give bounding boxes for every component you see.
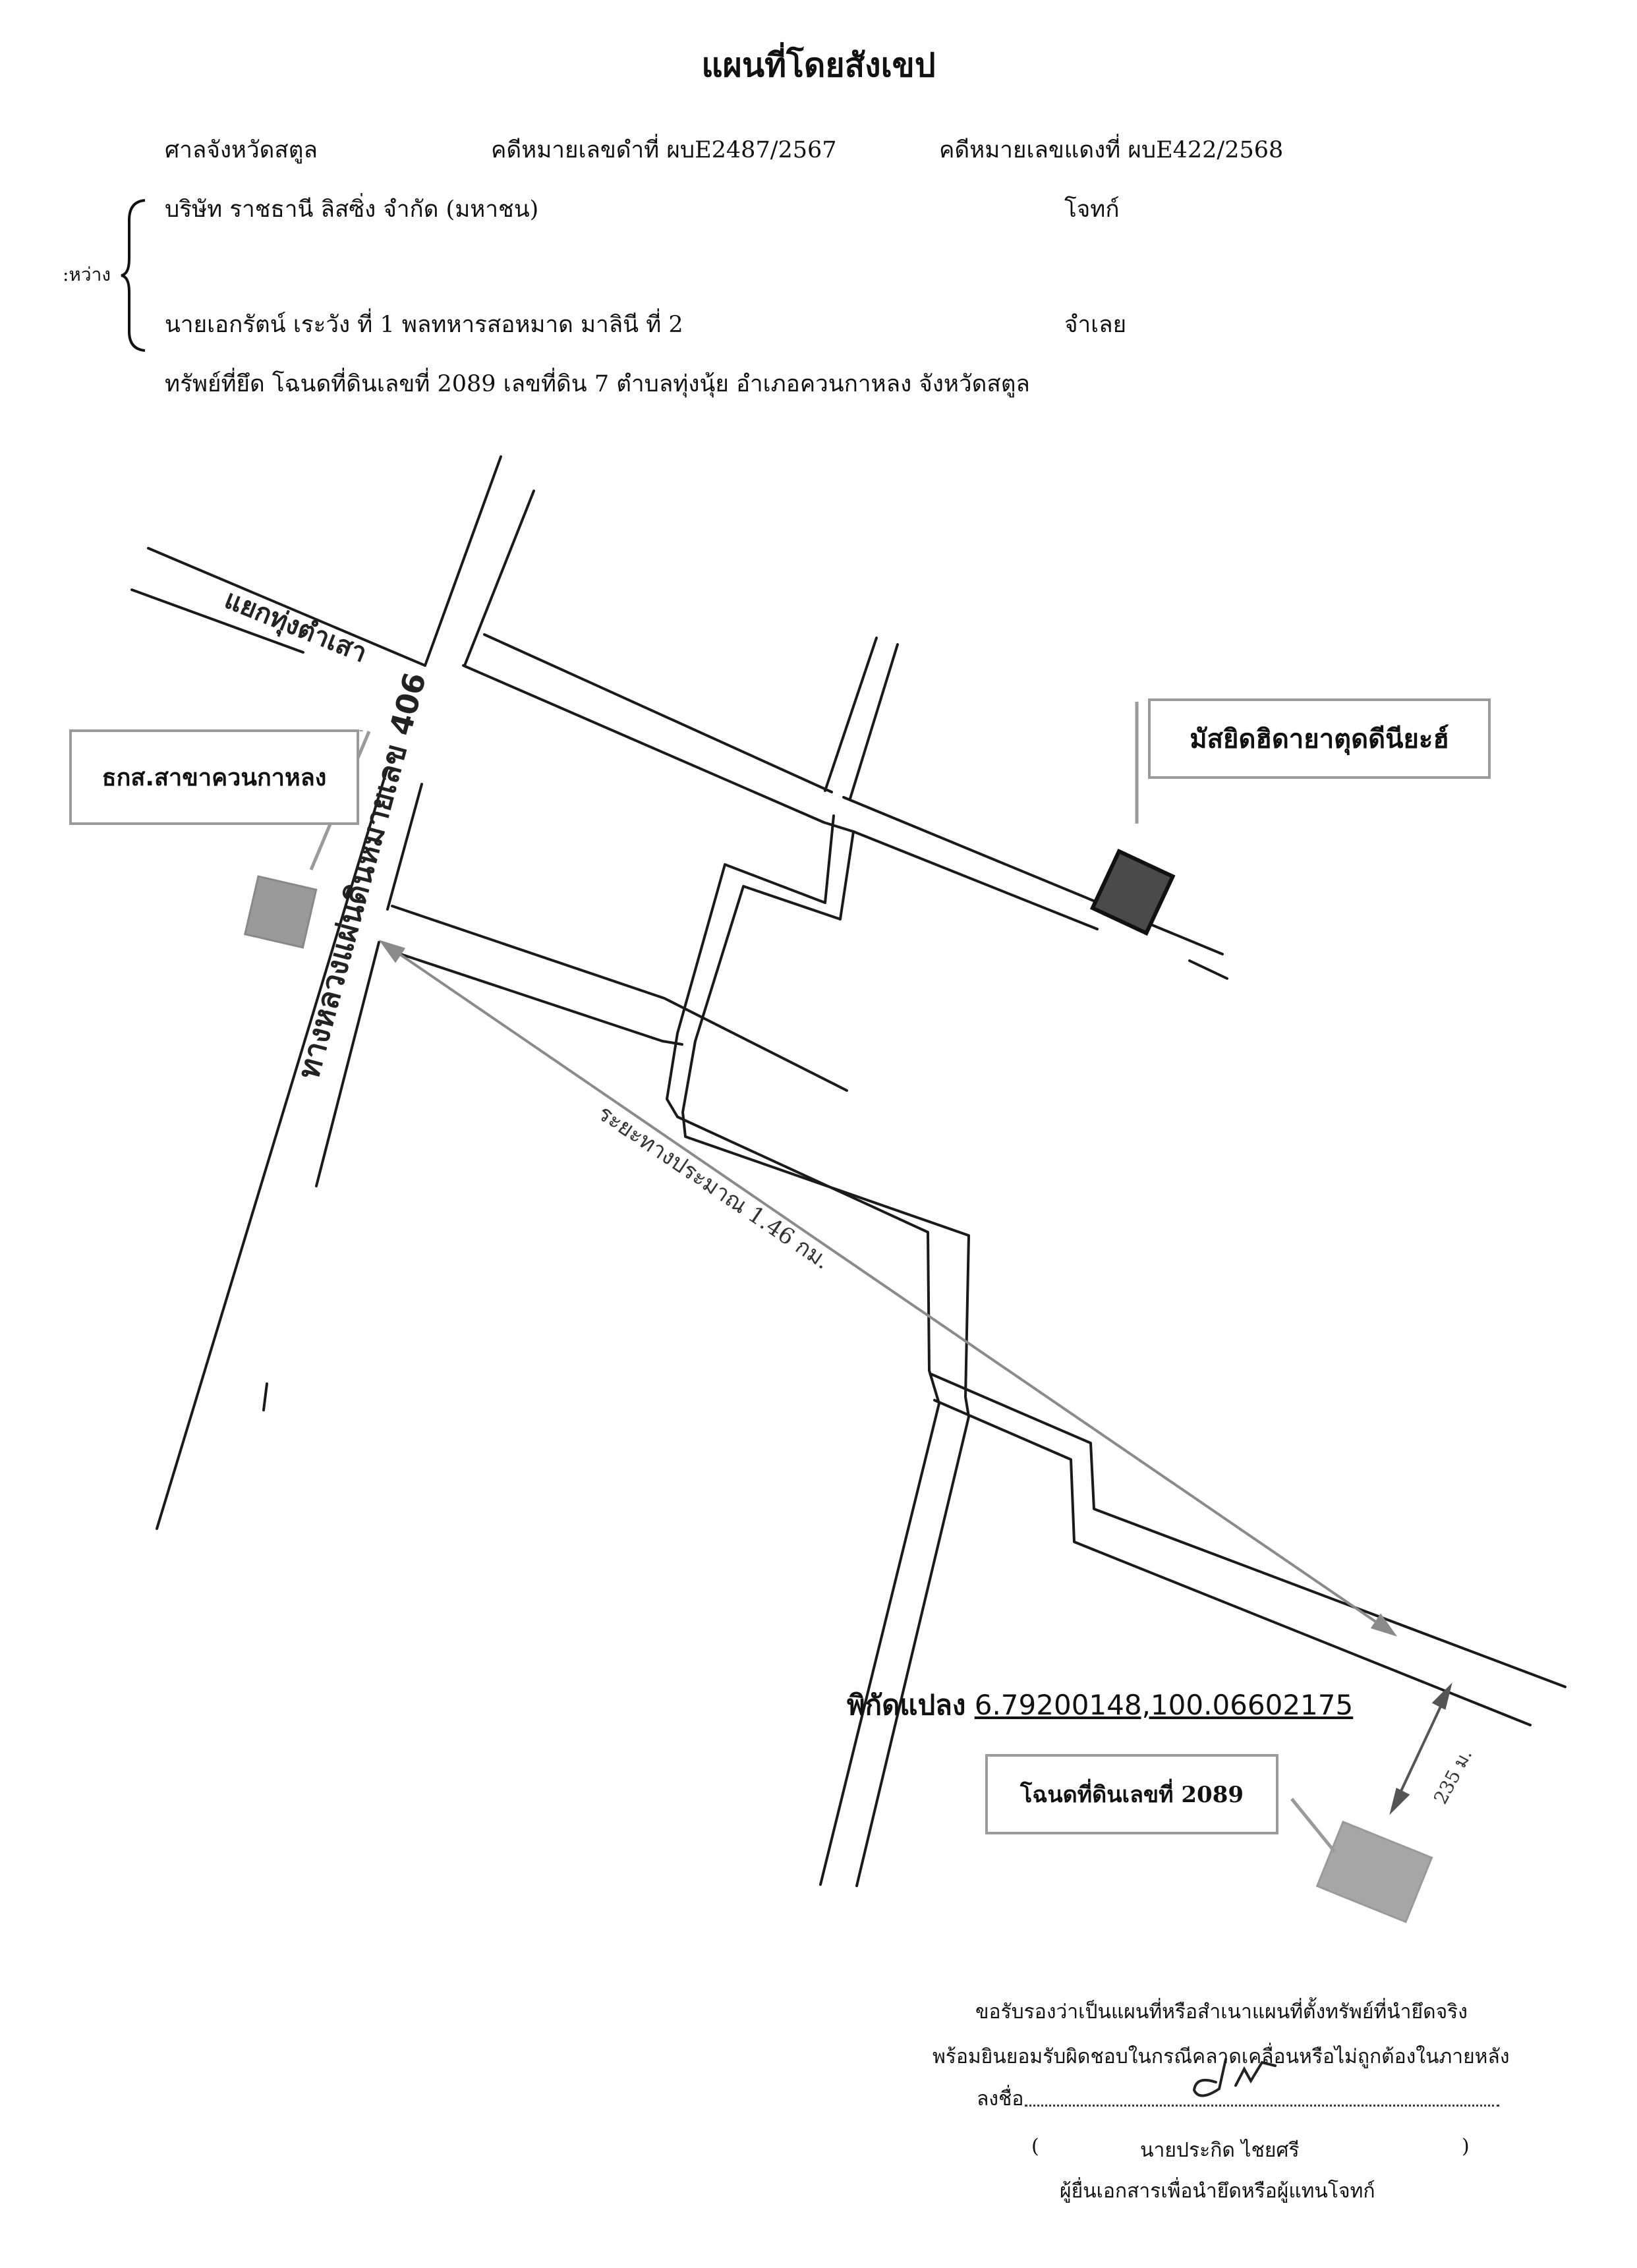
signer-name: นายประกิด ไชยศรี <box>1140 2139 1300 2162</box>
plaintiff-name: บริษัท ราชธานี ลิสซิ่ง จำกัด (มหาชน) <box>165 196 539 223</box>
bank-label: ธกส.สาขาควนกาหลง <box>101 764 327 791</box>
highway-406-west-edge <box>156 455 502 1530</box>
distance-arrow-line <box>381 941 1395 1635</box>
junction-label: แยกทุ่งตำเสา <box>220 584 372 670</box>
defendant-role: จำเลย <box>1064 312 1127 338</box>
between-label: :หว่าง <box>63 264 111 285</box>
parcel-label-box: โฉนดที่ดินเลขที่ 2089 <box>985 1754 1278 1834</box>
red-case-number: คดีหมายเลขแดงที่ ผบE422/2568 <box>939 137 1284 163</box>
distance-arrow-head-start <box>378 940 406 963</box>
signer-role: ผู้ยื่นเอกสารเพื่อนำยึดหรือผู้แทนโจทก์ <box>1060 2180 1375 2203</box>
local-road-upper <box>391 905 848 1092</box>
mosque-label: มัสยิดฮิดายาตุดดีนียะฮ์ <box>1190 724 1449 754</box>
bank-label-box: ธกส.สาขาควนกาหลง <box>69 729 359 825</box>
offset-arrow-head-bottom <box>1389 1788 1410 1815</box>
signer-close-paren: ) <box>1462 2135 1470 2158</box>
certification-line-2: พร้อมยินยอมรับผิดชอบในกรณีคลาดเคลื่อนหรื… <box>933 2045 1510 2068</box>
signature-scribble <box>1192 2058 1277 2097</box>
winding-road-west <box>666 814 940 1886</box>
certification-line-1: ขอรับรองว่าเป็นแผนที่หรือสำเนาแผนที่ตั้ง… <box>975 2000 1468 2024</box>
defendant-name: นายเอกรัตน์ เระวัง ที่ 1 พลทหารสอหมาด มา… <box>165 312 683 338</box>
parcel-marker-icon <box>1315 1821 1433 1923</box>
distance-label: ระยะทางประมาณ 1.46 กม. <box>593 1100 834 1274</box>
parcel-coord-value: 6.79200148,100.06602175 <box>974 1689 1354 1721</box>
signer-open-paren: ( <box>1031 2135 1039 2158</box>
sign-label: ลงชื่อ <box>977 2087 1024 2111</box>
offset-label: 235 ม. <box>1429 1745 1476 1808</box>
parcel-road-lower <box>933 1399 1532 1726</box>
main-road-upper <box>483 633 1224 955</box>
main-road-lower <box>462 664 1228 980</box>
document-title: แผนที่โดยสังเขป <box>701 45 936 84</box>
offset-arrow-head-top <box>1431 1682 1452 1710</box>
plaintiff-role: โจทก์ <box>1064 196 1120 223</box>
parcel-coordinates: พิกัดแปลง 6.79200148,100.06602175 <box>847 1684 1353 1727</box>
party-brace <box>121 199 146 352</box>
parcel-leader-line <box>1290 1798 1336 1853</box>
distance-arrow-head-end <box>1370 1613 1398 1637</box>
junction-road-upper <box>147 547 426 667</box>
black-case-number: คดีหมายเลขดำที่ ผบE2487/2567 <box>491 137 837 163</box>
local-road-lower <box>388 949 683 1046</box>
mosque-label-box: มัสยิดฮิดายาตุดดีนียะฮ์ <box>1148 698 1491 779</box>
parcel-label: โฉนดที่ดินเลขที่ 2089 <box>1020 1782 1244 1808</box>
seized-property: ทรัพย์ที่ยึด โฉนดที่ดินเลขที่ 2089 เลขที… <box>165 371 1030 397</box>
mosque-marker-icon <box>1089 849 1176 936</box>
highway-406-east-edge <box>262 490 535 1411</box>
offset-arrow-line <box>1391 1686 1451 1811</box>
parcel-coord-label: พิกัดแปลง <box>847 1689 966 1721</box>
branch-road-right <box>824 637 899 800</box>
signature-line <box>1025 2105 1499 2107</box>
court-name: ศาลจังหวัดสตูล <box>165 137 318 163</box>
bank-marker-icon <box>243 875 318 949</box>
junction-road-lower <box>130 588 304 654</box>
winding-road-east <box>681 830 970 1887</box>
parcel-road-upper <box>929 1373 1566 1688</box>
